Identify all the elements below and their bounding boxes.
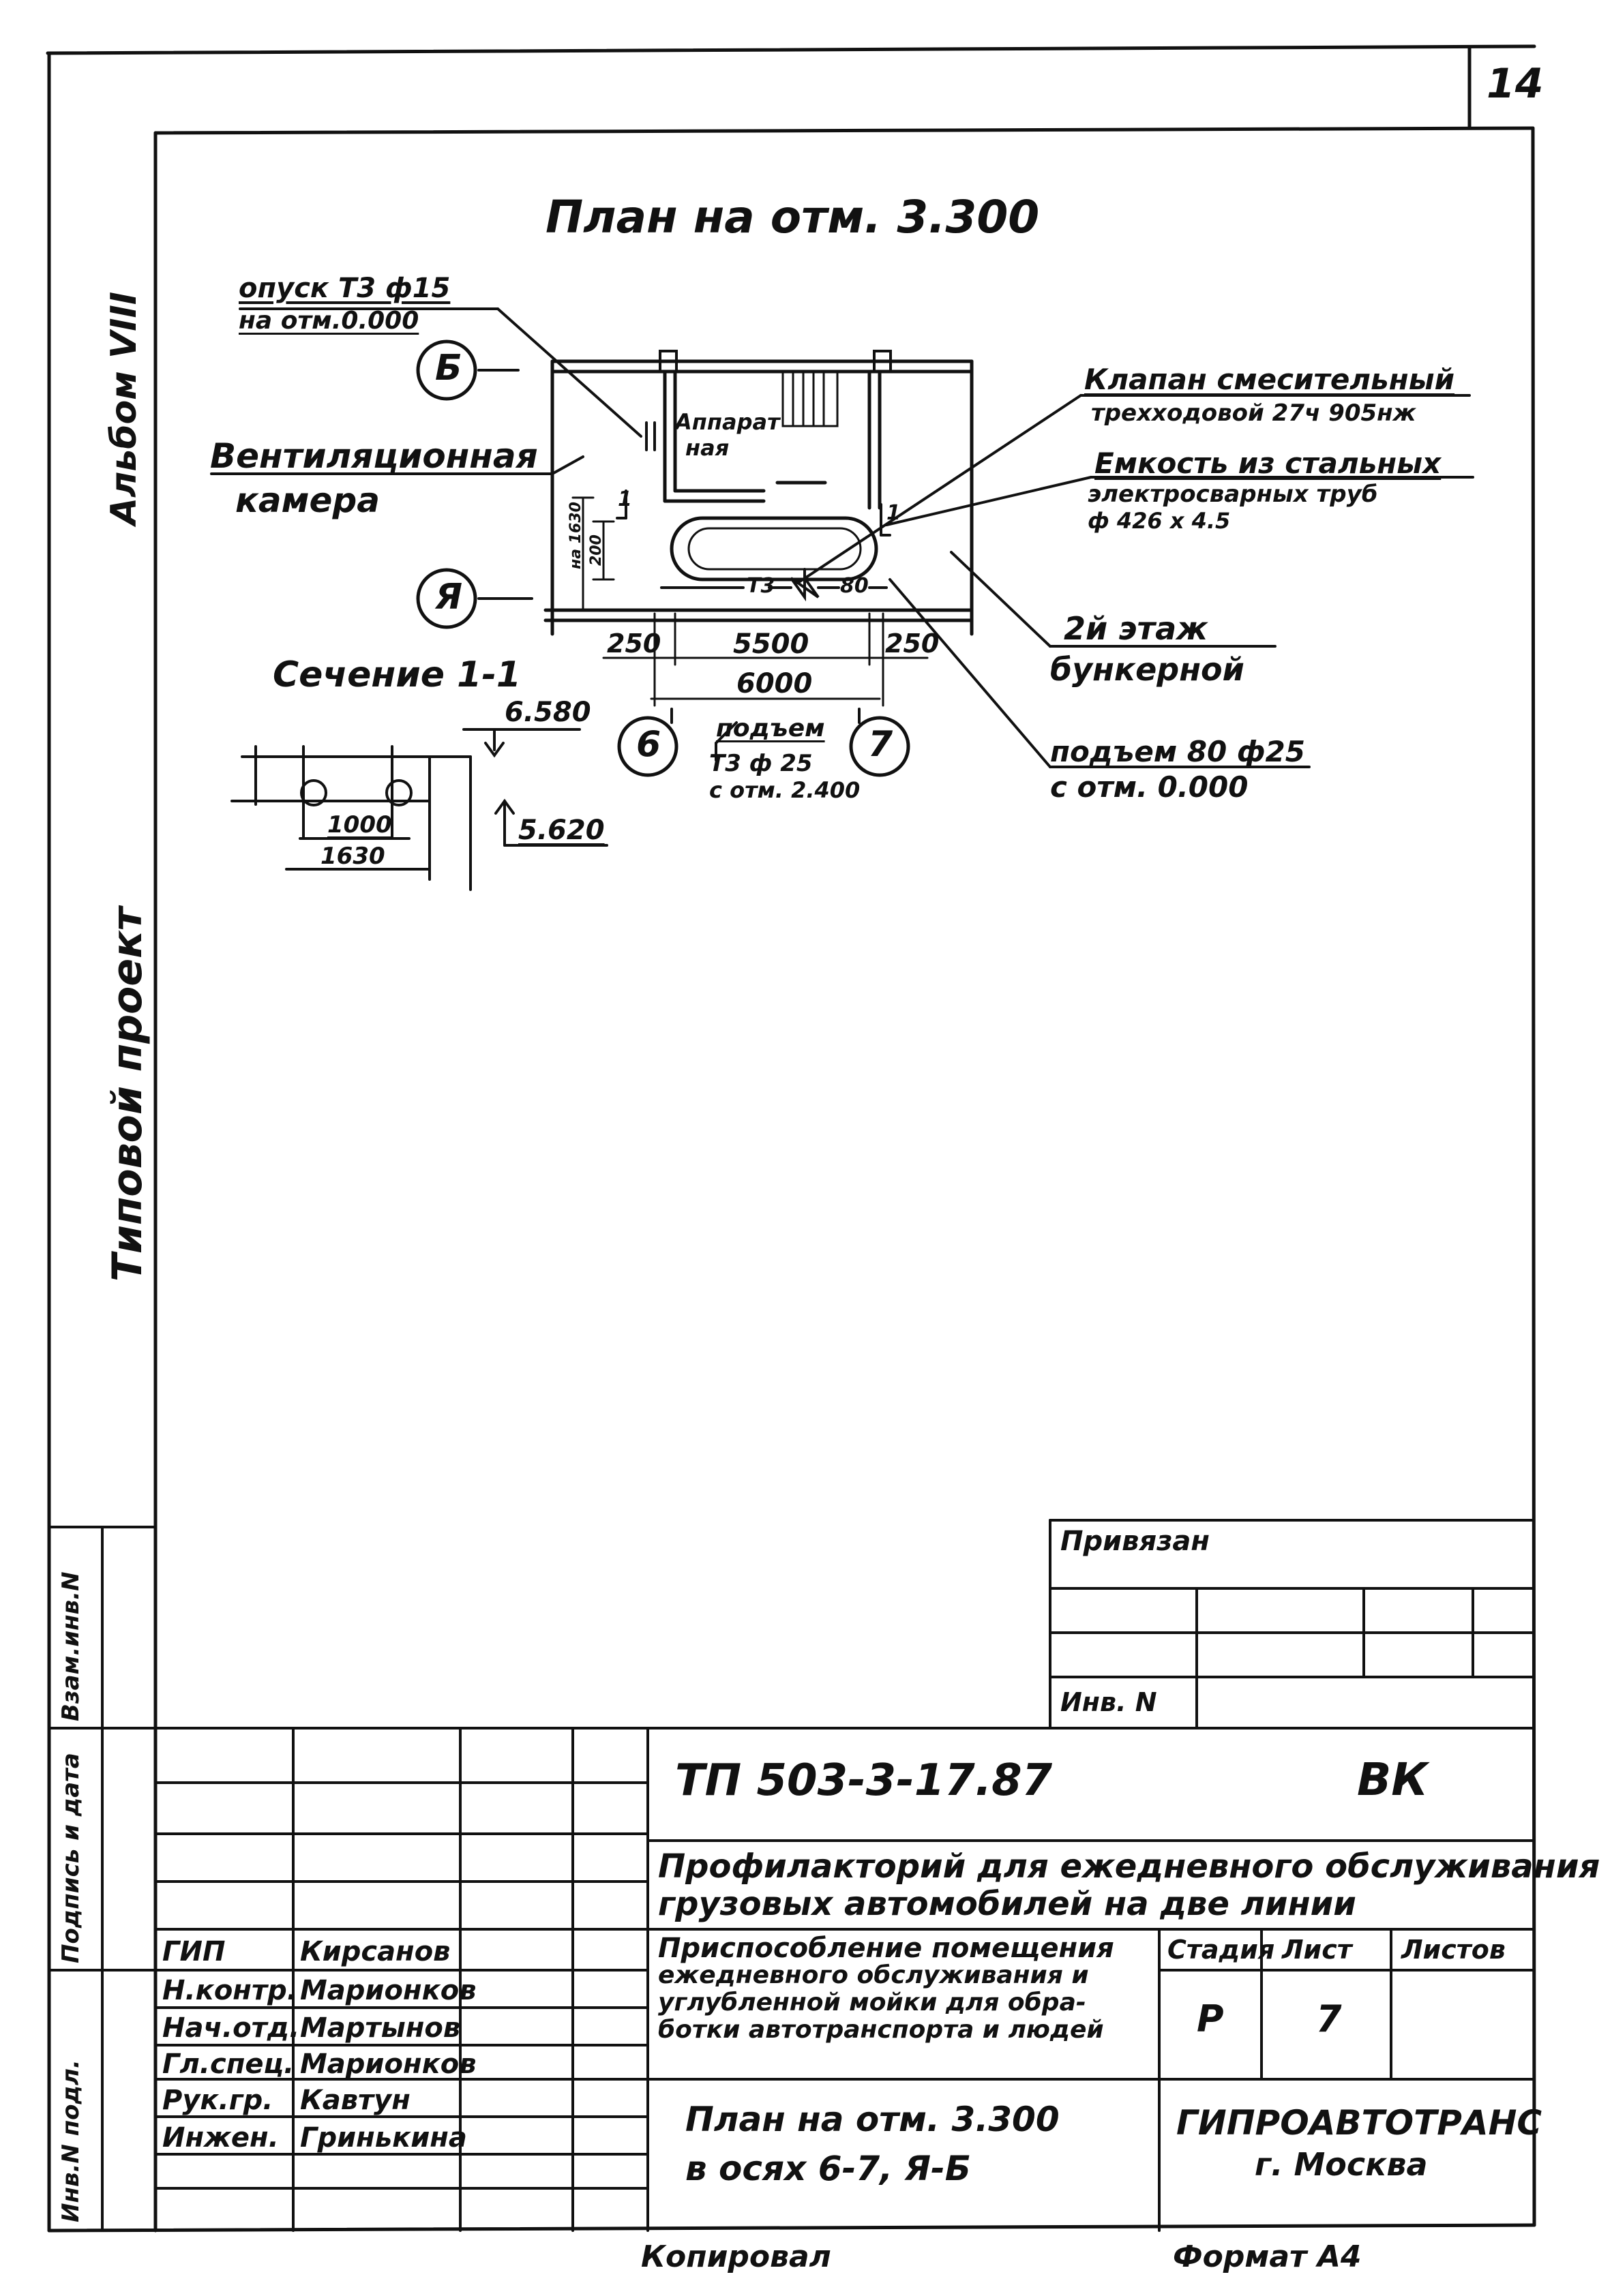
klapan-label-2: трехходовой 27ч 905нж bbox=[1091, 399, 1416, 427]
side-stamp-lines bbox=[48, 1526, 157, 2232]
doc-mark: ВК bbox=[1357, 1753, 1429, 1806]
desc-line-4: ботки автотранспорта и людей bbox=[658, 2016, 1104, 2044]
role-title: ГИП bbox=[162, 1936, 226, 1967]
title-block-lines bbox=[154, 1519, 1534, 2232]
sheet-title-1: План на отм. 3.300 bbox=[685, 2100, 1060, 2139]
role-title: Н.контр. bbox=[162, 1975, 297, 2006]
pipe-80-label: 80 bbox=[840, 574, 869, 598]
role-title: Гл.спец. bbox=[162, 2049, 295, 2080]
album-label: Альбом VIII bbox=[104, 291, 145, 525]
section-elev-bot: 5.620 bbox=[518, 815, 605, 846]
podem80-label-1: подъем 80 ф25 bbox=[1050, 735, 1305, 768]
sheet-number: 14 bbox=[1487, 60, 1544, 108]
section-mark-left: 1 bbox=[618, 487, 632, 511]
object-line-1: Профилакторий для ежедневного обслуживан… bbox=[658, 1847, 1600, 1886]
axis-circle-b bbox=[416, 339, 477, 401]
desc-line-3: углубленной мойки для обра- bbox=[658, 1989, 1086, 2016]
stage-value: Р bbox=[1197, 1997, 1224, 2040]
axis-label-6: 6 bbox=[636, 724, 661, 765]
pipe-t3-label: Т3 bbox=[747, 574, 775, 598]
side-inv-podl: Инв.N подл. bbox=[57, 2059, 85, 2222]
podem-label-1: подъем bbox=[716, 714, 825, 742]
floor-label-2: бункерной bbox=[1050, 651, 1244, 688]
desc-line-1: Приспособление помещения bbox=[658, 1933, 1114, 1964]
sheet-value: 7 bbox=[1316, 1997, 1342, 2040]
role-name: Мартынов bbox=[300, 2012, 461, 2044]
section-dim-1630: 1630 bbox=[320, 843, 385, 870]
privyazan-label: Привязан bbox=[1060, 1526, 1210, 1557]
sheet-header: Лист bbox=[1282, 1935, 1352, 1965]
project-label: Типовой проект bbox=[104, 907, 151, 1282]
vent-label-2: камера bbox=[235, 481, 380, 520]
sheet-frame bbox=[46, 44, 1536, 2233]
section-elev-top: 6.580 bbox=[505, 697, 591, 728]
plan-vert-dims bbox=[571, 496, 615, 611]
leader-lines bbox=[210, 307, 1474, 768]
role-title: Рук.гр. bbox=[162, 2085, 273, 2116]
axis-circle-7 bbox=[849, 716, 910, 777]
dim-250-right: 250 bbox=[885, 629, 940, 659]
plan-walls bbox=[543, 350, 974, 636]
section-mark-right: 1 bbox=[886, 501, 901, 525]
role-name: Кавтун bbox=[300, 2085, 411, 2116]
apparat-label-1: Аппарат bbox=[675, 409, 780, 435]
side-podpis: Подпись и дата bbox=[57, 1753, 85, 1963]
role-name: Марионков bbox=[300, 1975, 477, 2006]
emkost-label-3: ф 426 х 4.5 bbox=[1088, 508, 1231, 534]
pipe-run bbox=[660, 568, 888, 602]
axis-label-7: 7 bbox=[868, 724, 893, 765]
role-name: Марионков bbox=[300, 2049, 477, 2080]
podem-label-3: с отм. 2.400 bbox=[709, 777, 861, 803]
role-name: Гринькина bbox=[300, 2122, 467, 2154]
dim-5500: 5500 bbox=[733, 629, 809, 660]
floor-label-1: 2й этаж bbox=[1064, 610, 1208, 647]
vent-label-1: Вентиляционная bbox=[210, 436, 538, 476]
tank bbox=[670, 516, 878, 581]
role-title: Нач.отд. bbox=[162, 2012, 300, 2044]
dim-vert-1: на 1630 bbox=[567, 502, 584, 569]
dim-6000: 6000 bbox=[736, 668, 813, 699]
object-line-2: грузовых автомобилей на две линии bbox=[658, 1885, 1356, 1923]
podem80-label-2: с отм. 0.000 bbox=[1050, 770, 1249, 804]
role-title: Инжен. bbox=[162, 2122, 279, 2154]
axis-label-b: Б bbox=[435, 348, 462, 389]
opusk-label-2: на отм.0.000 bbox=[239, 307, 419, 335]
kopiroval-label: Копировал bbox=[641, 2239, 831, 2274]
stage-header: Стадия bbox=[1167, 1935, 1275, 1965]
section-marks bbox=[616, 489, 891, 537]
sheet-title-2: в осях 6-7, Я-Б bbox=[685, 2149, 971, 2188]
section-lines bbox=[230, 728, 608, 891]
klapan-label-1: Клапан смесительный bbox=[1084, 363, 1455, 396]
podem-label-2: Т3 ф 25 bbox=[709, 750, 813, 777]
section-title: Сечение 1-1 bbox=[273, 654, 522, 695]
org-city: г. Москва bbox=[1255, 2146, 1428, 2183]
opusk-label-1: опуск Т3 ф15 bbox=[239, 273, 451, 304]
axis-leaders bbox=[477, 369, 861, 724]
doc-code: ТП 503-3-17.87 bbox=[675, 1755, 1053, 1806]
format-label: Формат А4 bbox=[1173, 2239, 1362, 2274]
axis-circle-6 bbox=[617, 716, 678, 777]
desc-line-2: ежедневного обслуживания и bbox=[658, 1961, 1089, 1989]
org-name: ГИПРОАВТОТРАНС bbox=[1176, 2103, 1542, 2143]
inv-n-label: Инв. N bbox=[1060, 1687, 1157, 1717]
dim-vert-2: 200 bbox=[588, 534, 605, 566]
axis-label-a: Я bbox=[435, 577, 463, 618]
riser-t3 bbox=[645, 421, 656, 451]
side-vzam: Взам.инв.N bbox=[57, 1571, 85, 1721]
apparat-label-2: ная bbox=[685, 435, 730, 461]
sheets-header: Листов bbox=[1401, 1935, 1506, 1965]
section-dim-1000: 1000 bbox=[327, 811, 392, 839]
plan-title: План на отм. 3.300 bbox=[546, 191, 1040, 243]
emkost-label-2: электросварных труб bbox=[1088, 481, 1378, 508]
role-name: Кирсанов bbox=[300, 1936, 451, 1967]
plan-horz-dims bbox=[602, 612, 929, 707]
dim-250-left: 250 bbox=[607, 629, 661, 659]
axis-circle-a bbox=[416, 568, 477, 629]
emkost-label-1: Емкость из стальных bbox=[1094, 447, 1442, 480]
